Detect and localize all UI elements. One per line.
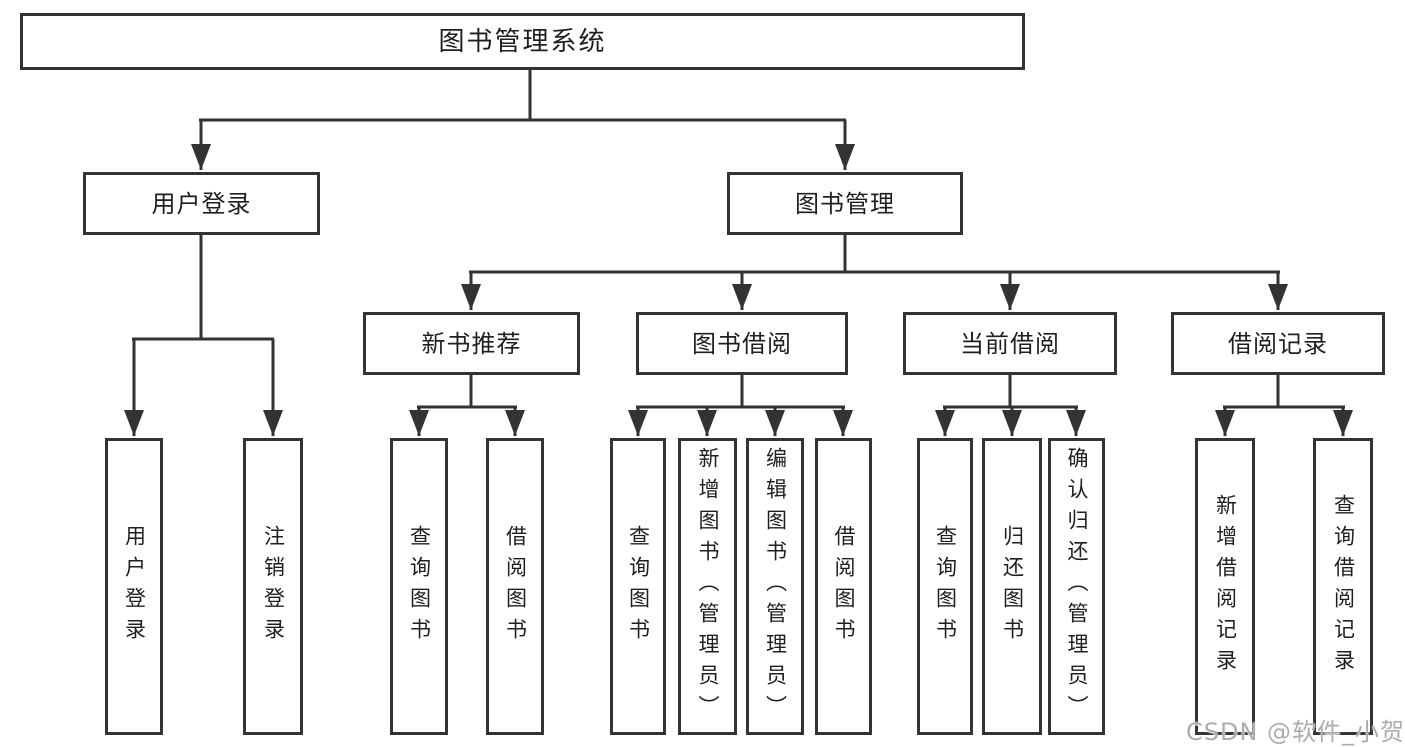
node-user-login: 用户登录 xyxy=(83,172,320,235)
leaf-query-book-current: 查询图书 xyxy=(917,438,973,735)
leaf-logout: 注销登录 xyxy=(243,438,303,735)
node-current-borrow: 当前借阅 xyxy=(903,312,1117,375)
node-new-book-recommend: 新书推荐 xyxy=(363,312,580,375)
leaf-borrow-book-recommend: 借阅图书 xyxy=(486,438,544,735)
watermark: CSDN @软件_小贺同学 xyxy=(1186,718,1405,746)
leaf-add-book-admin: 新增图书（管理员） xyxy=(678,438,737,735)
leaf-query-borrow-record: 查询借阅记录 xyxy=(1313,438,1373,735)
leaf-borrow-book: 借阅图书 xyxy=(815,438,872,735)
leaf-add-borrow-record: 新增借阅记录 xyxy=(1195,438,1255,735)
node-library-management-system: 图书管理系统 xyxy=(20,13,1025,70)
leaf-query-book-borrow: 查询图书 xyxy=(610,438,666,735)
leaf-confirm-return-admin: 确认归还（管理员） xyxy=(1048,438,1105,735)
connector-group xyxy=(124,70,1353,436)
node-book-management: 图书管理 xyxy=(727,172,963,235)
node-book-borrow: 图书借阅 xyxy=(636,312,848,375)
leaf-query-book-recommend: 查询图书 xyxy=(390,438,448,735)
leaf-user-login: 用户登录 xyxy=(105,438,163,735)
leaf-return-book: 归还图书 xyxy=(982,438,1042,735)
node-borrow-records: 借阅记录 xyxy=(1171,312,1385,375)
leaf-edit-book-admin: 编辑图书（管理员） xyxy=(746,438,804,735)
